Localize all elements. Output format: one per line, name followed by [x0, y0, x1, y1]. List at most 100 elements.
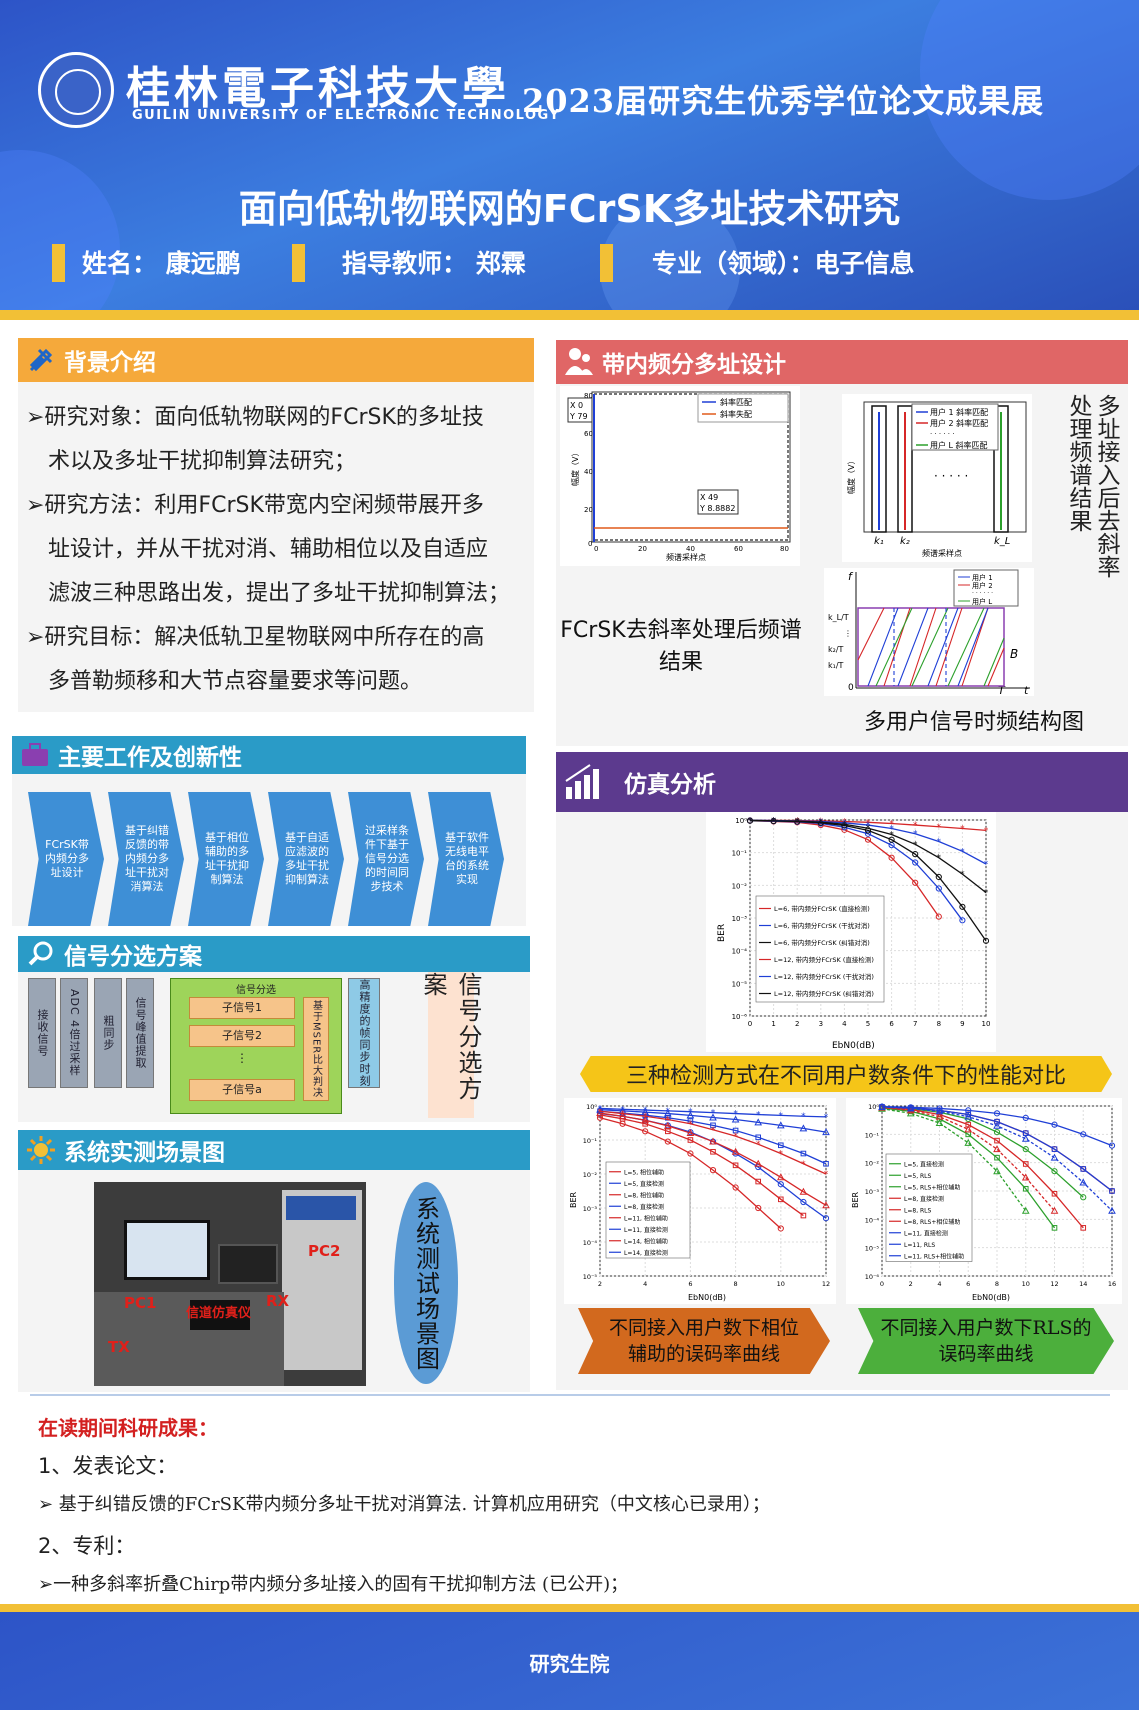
background-section: 背景介绍 ➢研究对象：面向低轨物联网的FCrSK的多址技 术以及多址干扰抑制算法… — [18, 338, 534, 712]
flow-block: ADC 4倍过采样 — [60, 978, 88, 1088]
data-point: * — [756, 1140, 761, 1150]
y-tick-label: 10⁻⁵ — [865, 1245, 880, 1253]
multi-legend-3: 用户 L 斜率匹配 — [930, 440, 988, 450]
data-point — [1080, 1225, 1087, 1231]
ber-rls-ylabel: BER — [851, 1191, 860, 1208]
y-tick-label: 10⁻² — [865, 1160, 880, 1168]
multi-legend-1: 用户 1 斜率匹配 — [930, 407, 988, 417]
data-point: * — [771, 817, 776, 827]
x-tick-label: 12 — [822, 1280, 830, 1288]
data-point — [864, 836, 872, 843]
caption-phase-arrow: 不同接入用户数下相位辅助的误码率曲线 — [578, 1308, 830, 1374]
x-tick-label: 3 — [819, 1020, 823, 1028]
ber-main-xlabel: EbN0(dB) — [832, 1041, 875, 1051]
series-line — [881, 1106, 1055, 1212]
cursor1-y: Y 79 — [569, 412, 588, 421]
tf-ytick: k₁/T — [828, 661, 844, 670]
dechirp-ytick: 0 — [588, 540, 592, 548]
data-point — [822, 1201, 830, 1209]
legend-label: L=11, RLS — [904, 1242, 935, 1249]
label-channel-emulator: 信道仿真仪 — [186, 1306, 252, 1321]
data-point — [686, 1129, 695, 1137]
background-header: 背景介绍 — [18, 338, 534, 382]
data-point — [754, 1159, 763, 1167]
signal-sep-title: 信号分选方案 — [64, 944, 202, 970]
y-tick-label: 10⁰ — [868, 1103, 879, 1111]
header-banner: 桂林電子科技大學 GUILIN UNIVERSITY OF ELECTRONIC… — [0, 0, 1139, 318]
data-point — [732, 1127, 739, 1134]
y-tick-label: 10⁻⁴ — [732, 948, 748, 956]
series-line — [599, 1110, 827, 1175]
data-point — [1021, 1173, 1030, 1181]
legend-label: L=11, 相位辅助 — [624, 1214, 668, 1222]
x-tick-label: 4 — [937, 1280, 941, 1288]
flow-block-label: 接收信号 — [36, 1009, 49, 1057]
data-point — [994, 1137, 1000, 1144]
legend-label: L=8, RLS — [904, 1207, 932, 1214]
data-point: * — [756, 1111, 761, 1121]
y-tick-label: 10⁻⁵ — [732, 980, 748, 988]
x-tick-label: 8 — [937, 1020, 941, 1028]
data-point — [1080, 1166, 1087, 1172]
footer-text: 研究生院 — [529, 1652, 610, 1676]
data-point — [800, 1150, 807, 1157]
caption-phase: 不同接入用户数下相位辅助的误码率曲线 — [608, 1317, 799, 1365]
university-name-en: GUILIN UNIVERSITY OF ELECTRONIC TECHNOLO… — [132, 108, 561, 123]
data-point: * — [824, 1113, 829, 1123]
tf-B-label: B — [1010, 647, 1018, 661]
background-line: ➢研究方法：利用FCrSK带宽内空闲频带展开多 — [26, 493, 484, 518]
data-point — [993, 1110, 1001, 1117]
ber-chart-main-svg: BER EbN0(dB) 10⁰10⁻¹10⁻²10⁻³10⁻⁴10⁻⁵10⁻⁶… — [717, 816, 990, 1051]
ber-chart-rls-svg: BER EbN0(dB) 10⁰10⁻¹10⁻²10⁻³10⁻⁴10⁻⁵10⁻⁶… — [851, 1102, 1116, 1302]
dechirp-caption: FCrSK去斜率处理后频谱结果 — [560, 618, 802, 675]
monitor-left — [124, 1220, 210, 1280]
flow-block-label: 信号峰值提取 — [134, 997, 147, 1069]
x-tick-label: 12 — [1050, 1280, 1058, 1288]
legend-label: L=6, 带内频分FCrSK (直接检测) — [774, 904, 870, 913]
work-step: 基于软件无线电平台的系统实现 — [428, 792, 504, 926]
data-point: * — [748, 816, 753, 826]
data-point — [1021, 1134, 1030, 1142]
data-point — [959, 917, 966, 924]
simulation-header: 仿真分析 — [556, 752, 1128, 812]
series-line — [881, 1106, 1084, 1229]
main-work-title: 主要工作及创新性 — [58, 745, 242, 771]
data-point — [888, 854, 895, 861]
x-tick-label: 14 — [1079, 1280, 1087, 1288]
data-point — [1051, 1168, 1058, 1175]
data-point: * — [666, 1116, 671, 1126]
meta-bar — [292, 244, 305, 282]
data-point — [799, 1187, 808, 1195]
cursor2-x: X 49 — [700, 493, 718, 502]
data-point — [778, 1142, 784, 1149]
results-patents-label: 2、专利： — [38, 1534, 136, 1558]
background-list: ➢研究对象：面向低轨物联网的FCrSK的多址技 术以及多址干扰抑制算法研究； ➢… — [26, 396, 536, 704]
tools-icon — [26, 345, 56, 375]
data-point: * — [711, 1126, 716, 1136]
results-papers-label: 1、发表论文： — [38, 1454, 178, 1478]
signal-separation-section: 信号分选方案 接收信号 ADC 4倍过采样 粗同步 信号峰值提取 信号分选 子信… — [18, 936, 530, 1122]
scene-caption-oval: 系统测试场景图 — [394, 1182, 458, 1384]
data-point: * — [937, 837, 942, 847]
separation-group: 信号分选 子信号1 子信号2 ⋮ 子信号a 基于MSER比大判决 — [170, 978, 342, 1114]
legend-label: L=5, 直接检测 — [624, 1180, 664, 1188]
data-point — [822, 1215, 830, 1222]
data-point — [709, 1167, 717, 1174]
sub-signal: 子信号1 — [189, 997, 295, 1019]
data-point — [1051, 1225, 1058, 1231]
work-step-label: 基于自适应滤波的多址干扰抑制算法 — [285, 831, 329, 886]
data-point — [800, 1198, 807, 1206]
x-tick-label: 2 — [598, 1280, 602, 1288]
data-point — [888, 836, 895, 843]
instrument-rack — [282, 1190, 362, 1370]
tf-svg: f t T B 0 k_L/T ⋮ k₂/T k₁/T 用户 1 用户 2 · … — [828, 569, 1030, 697]
series-line — [881, 1106, 1113, 1212]
band-design-section: 带内频分多址设计 斜率匹配 斜率失配 X 0 Y 79 X 49 Y 8.888… — [556, 340, 1128, 746]
comparison-banner-text: 三种检测方式在不同用户数条件下的性能对比 — [625, 1064, 1066, 1089]
data-point: * — [866, 824, 871, 834]
background-title: 背景介绍 — [64, 350, 156, 376]
rack-screen — [286, 1196, 356, 1220]
